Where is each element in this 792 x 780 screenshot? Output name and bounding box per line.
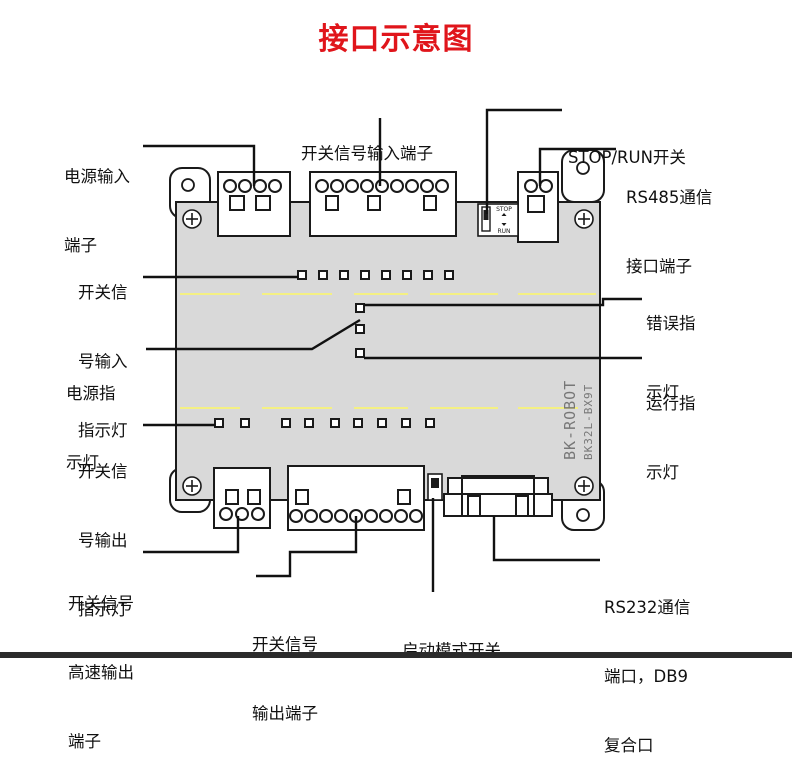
- boot-mode-switch: [427, 473, 443, 501]
- page-title: 接口示意图: [318, 22, 474, 57]
- model-brand: BK-ROBOT: [561, 380, 579, 460]
- label-input-indicator: 开关信 号输入 指示灯: [78, 283, 128, 440]
- input-indicator-leds: [297, 270, 454, 280]
- label-power-indicator: 电源指 示灯: [66, 384, 116, 472]
- accent-lines: [180, 293, 596, 409]
- leader-lines: [143, 108, 642, 592]
- label-switch-input-terminal: 开关信号输入端子: [301, 144, 433, 163]
- db9-connector: [443, 475, 553, 517]
- status-leds: [355, 303, 365, 358]
- label-power-input: 电源输入 端子: [64, 167, 130, 255]
- output-indicator-leds: [214, 418, 435, 428]
- label-switch-output-terminal: 开关信号 输出端子: [252, 635, 318, 723]
- label-output-indicator: 开关信 号输出 指示灯: [78, 462, 128, 619]
- label-stop-run-switch: STOP/RUN开关: [568, 148, 686, 167]
- label-rs485: RS485通信 接口端子: [626, 188, 713, 276]
- power-led: [355, 303, 365, 313]
- controller-diagram: STOP RUN BK-ROBOT BK32L-BX9T: [143, 108, 642, 592]
- label-run-indicator: 运行指 示灯: [646, 394, 696, 482]
- error-led: [355, 324, 365, 334]
- rs485-terminal: [517, 171, 559, 243]
- bottom-divider: [0, 652, 792, 658]
- label-error-indicator: 错误指 示灯: [646, 314, 696, 402]
- board-body: [175, 201, 601, 501]
- label-rs232: RS232通信 端口，DB9 复合口: [604, 598, 691, 755]
- switch-stop-label: STOP: [496, 206, 512, 213]
- switch-run-label: RUN: [497, 228, 510, 235]
- model-code: BK32L-BX9T: [582, 384, 595, 460]
- high-speed-output-terminal: [213, 467, 271, 529]
- stop-run-switch: STOP RUN: [477, 203, 519, 237]
- switch-output-terminal: [287, 465, 425, 531]
- switch-input-terminal: [309, 171, 457, 237]
- label-boot-mode-switch: 启动模式开关: [402, 641, 501, 660]
- label-high-speed-output: 开关信号 高速输出 端子: [68, 594, 134, 751]
- run-led: [355, 348, 365, 358]
